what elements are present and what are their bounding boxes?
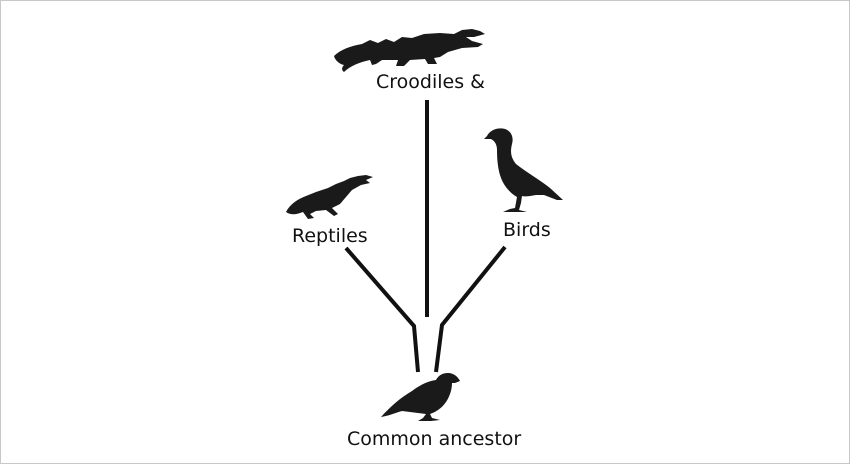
node-label-reptiles: Reptiles	[292, 225, 368, 247]
bird-icon	[484, 128, 563, 212]
node-label-ancestor: Common ancestor	[347, 428, 522, 450]
node-label-crocodiles: Croodiles &	[376, 71, 485, 93]
ancestor-bird-icon	[381, 373, 460, 421]
crocodile-icon	[334, 29, 485, 72]
edge-ancestor-birds	[434, 245, 507, 373]
lizard-icon	[286, 175, 373, 219]
edge-ancestor-reptiles	[344, 246, 420, 373]
node-label-birds: Birds	[503, 219, 551, 241]
